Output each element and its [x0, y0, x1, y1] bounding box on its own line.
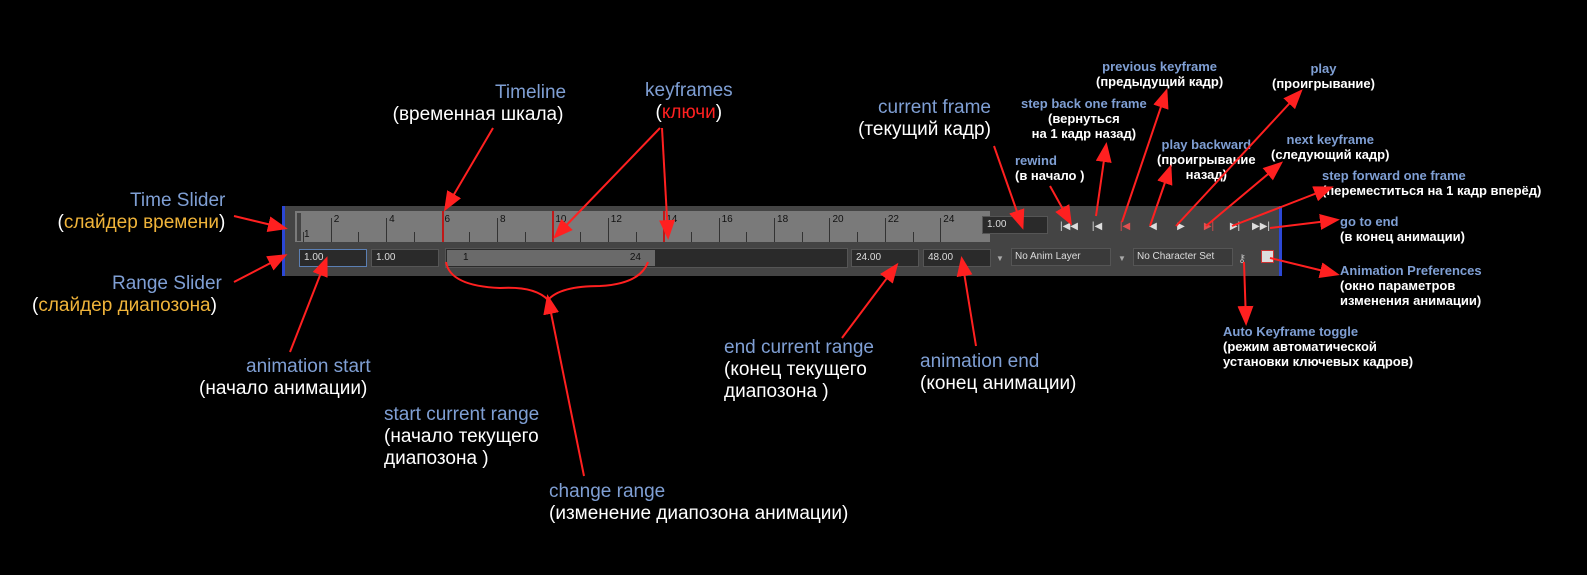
go-to-end-label: go to end (в конец анимации) — [1340, 214, 1465, 244]
tick-mark — [746, 232, 748, 242]
play-label: play (проигрывание) — [1272, 61, 1375, 91]
step-forward-icon[interactable]: ▶| — [1229, 221, 1241, 232]
play-icon[interactable]: ▶ — [1177, 221, 1185, 232]
tick-mark — [413, 232, 415, 242]
arrow-current-frame — [993, 145, 1025, 230]
character-set-dropdown[interactable]: No Character Set — [1133, 248, 1233, 266]
tick-label: 20 — [832, 214, 844, 225]
play-backward-label: play backward (проигрывание назад) — [1157, 137, 1256, 182]
step-back-label: step back one frame (вернуться на 1 кадр… — [1021, 96, 1147, 141]
auto-keyframe-label: Auto Keyframe toggle (режим автоматическ… — [1223, 324, 1414, 369]
arrow-animation-end — [956, 256, 977, 347]
tick-label: 22 — [887, 214, 899, 225]
current-frame-label: current frame (текущий кадр) — [858, 97, 991, 140]
tick-label: 2 — [333, 214, 340, 225]
step-forward-label: step forward one frame (переместиться на… — [1322, 168, 1542, 198]
range-slider-end: 24 — [629, 252, 641, 263]
tick-mark — [580, 232, 582, 242]
animation-end-label: animation end (конец анимации) — [920, 351, 1077, 394]
tick-mark — [469, 232, 471, 242]
tick-mark — [635, 232, 637, 242]
start-frame-number: 1 — [304, 229, 310, 240]
tick-mark — [607, 218, 609, 242]
tick-mark — [884, 218, 886, 242]
arrow-end-current-range — [841, 262, 899, 339]
tick-label: 18 — [777, 214, 789, 225]
start-current-range-label: start current range (начало текущего диа… — [384, 404, 540, 469]
tick-mark — [912, 232, 914, 242]
prev-key-icon[interactable]: |◀ — [1119, 221, 1131, 232]
tick-mark — [496, 218, 498, 242]
preferences-icon[interactable] — [1261, 250, 1274, 263]
char-set-dropdown-icon[interactable]: ▼ — [1118, 254, 1126, 263]
range-start-field[interactable]: 1.00 — [371, 249, 439, 267]
arrow-timeline — [443, 127, 494, 212]
arrow-step-back — [1095, 142, 1112, 217]
tick-mark — [801, 232, 803, 242]
range-slider-start: 1 — [463, 252, 469, 263]
arrow-animation-preferences — [1269, 257, 1340, 279]
arrow-animation-start — [289, 256, 328, 353]
tick-mark — [774, 218, 776, 242]
play-backward-icon[interactable]: ◀ — [1149, 221, 1157, 232]
arrow-play-backward — [1149, 164, 1173, 227]
rewind-label: rewind (в начало ) — [1015, 153, 1085, 183]
range-slider[interactable]: 1 24 — [445, 248, 848, 268]
timeline-label: Timeline (временная шкала) — [392, 82, 567, 125]
tick-mark — [330, 218, 332, 242]
tick-label: 8 — [499, 214, 506, 225]
arrow-step-forward — [1231, 186, 1334, 227]
go-to-end-icon[interactable]: ▶▶| — [1252, 221, 1270, 232]
arrow-play — [1175, 89, 1303, 227]
arrow-range-slider — [233, 254, 288, 283]
previous-keyframe-label: previous keyframe (предыдущий кадр) — [1096, 59, 1224, 89]
arrow-change-range — [543, 294, 585, 477]
tick-mark — [358, 232, 360, 242]
tick-label: 4 — [389, 214, 395, 225]
tick-mark — [386, 218, 388, 242]
tick-mark — [690, 232, 692, 242]
tick-label: 14 — [666, 214, 678, 225]
range-slider-label: Range Slider (слайдер диапозона) — [32, 273, 222, 316]
tick-label: 24 — [943, 214, 955, 225]
arrow-go-to-end — [1269, 213, 1340, 230]
tick-label: 12 — [610, 214, 622, 225]
tick-label: 16 — [721, 214, 733, 225]
tick-mark — [718, 218, 720, 242]
animation-start-label: animation start (начало анимации) — [199, 356, 371, 399]
arrow-keyframe-2 — [659, 127, 676, 240]
tick-mark — [829, 218, 831, 242]
next-key-icon[interactable]: ▶| — [1203, 221, 1215, 232]
anim-layer-dropdown-icon[interactable]: ▼ — [996, 254, 1004, 263]
arrow-time-slider — [233, 215, 288, 233]
arrow-keyframe-1 — [553, 127, 661, 239]
tick-mark — [524, 232, 526, 242]
arrow-rewind — [1049, 185, 1072, 226]
keyframe-mark[interactable] — [441, 211, 444, 242]
arrow-auto-keyframe — [1237, 261, 1254, 326]
tick-mark — [303, 232, 304, 242]
key-icon[interactable]: ⚷ — [1238, 253, 1247, 265]
rewind-icon[interactable]: |◀◀ — [1060, 221, 1078, 232]
time-slider-label: Time Slider (слайдер времени) — [57, 190, 226, 233]
arrow-next-key — [1205, 161, 1284, 227]
range-brace — [445, 261, 649, 302]
animation-preferences-label: Animation Preferences (окно параметров и… — [1340, 263, 1482, 308]
end-current-range-label: end current range (конец текущего диапоз… — [724, 337, 874, 402]
step-back-icon[interactable]: |◀ — [1091, 221, 1103, 232]
current-frame-marker[interactable] — [297, 213, 301, 241]
change-range-label: change range (изменение диапозона анимац… — [549, 481, 849, 524]
tick-label: 6 — [444, 214, 451, 225]
tick-mark — [940, 218, 942, 242]
next-keyframe-label: next keyframe (следующий кадр) — [1271, 132, 1390, 162]
range-slider-handle[interactable]: 1 24 — [447, 250, 655, 266]
arrow-prev-key — [1121, 88, 1169, 223]
tick-mark — [857, 232, 859, 242]
keyframes-label: keyframes (ключи) — [645, 80, 733, 123]
anim-layer-dropdown[interactable]: No Anim Layer — [1011, 248, 1111, 266]
